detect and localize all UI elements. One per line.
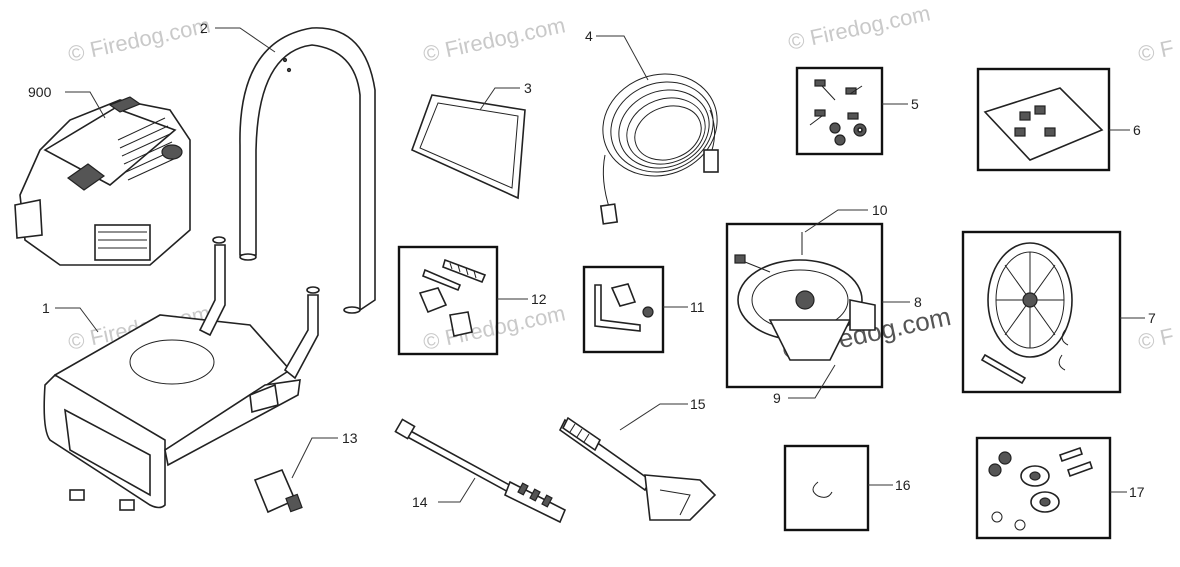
watermark-2: © Firedog.com bbox=[421, 12, 568, 67]
part-5-hardware bbox=[795, 66, 884, 156]
part-17-hardware bbox=[975, 436, 1112, 540]
callout-6: 6 bbox=[1133, 122, 1141, 138]
callout-15: 15 bbox=[690, 396, 706, 412]
callout-1: 1 bbox=[42, 300, 50, 316]
callout-2: 2 bbox=[200, 20, 208, 36]
callout-8: 8 bbox=[914, 294, 922, 310]
callout-12: 12 bbox=[531, 291, 547, 307]
watermark-1: © Firedog.com bbox=[66, 12, 213, 67]
part-12-hardware bbox=[397, 245, 499, 356]
watermark-8: © F bbox=[1136, 323, 1176, 355]
part-11-hardware bbox=[582, 265, 665, 354]
part-hose bbox=[599, 73, 719, 225]
part-16-clip bbox=[783, 444, 870, 532]
part-engine bbox=[14, 96, 191, 266]
part-6-nozzles bbox=[976, 67, 1111, 172]
watermark-6: © Firedog.com bbox=[421, 300, 568, 355]
leader-lines bbox=[55, 27, 1145, 503]
part-8-pump bbox=[725, 222, 884, 389]
callout-5: 5 bbox=[911, 96, 919, 112]
callout-10: 10 bbox=[872, 202, 888, 218]
part-frame bbox=[43, 236, 320, 511]
callout-4: 4 bbox=[585, 28, 593, 44]
watermark-4: © F bbox=[1136, 35, 1176, 67]
callout-13: 13 bbox=[342, 430, 358, 446]
callout-7: 7 bbox=[1148, 310, 1156, 326]
part-panel bbox=[410, 94, 526, 200]
callout-900: 900 bbox=[28, 84, 52, 100]
callout-3: 3 bbox=[524, 80, 532, 96]
part-14-wand bbox=[394, 418, 567, 524]
part-13-nozzle bbox=[253, 468, 303, 514]
callout-17: 17 bbox=[1129, 484, 1145, 500]
callout-16: 16 bbox=[895, 477, 911, 493]
part-handle bbox=[239, 27, 376, 314]
callouts: 900 1 2 3 4 5 6 7 8 9 10 11 12 13 14 15 … bbox=[28, 20, 1156, 510]
part-15-gun bbox=[558, 416, 717, 521]
callout-9: 9 bbox=[773, 390, 781, 406]
callout-14: 14 bbox=[412, 494, 428, 510]
callout-11: 11 bbox=[690, 299, 705, 315]
part-7-wheel bbox=[961, 230, 1122, 394]
watermark-3: © Firedog.com bbox=[786, 0, 933, 55]
